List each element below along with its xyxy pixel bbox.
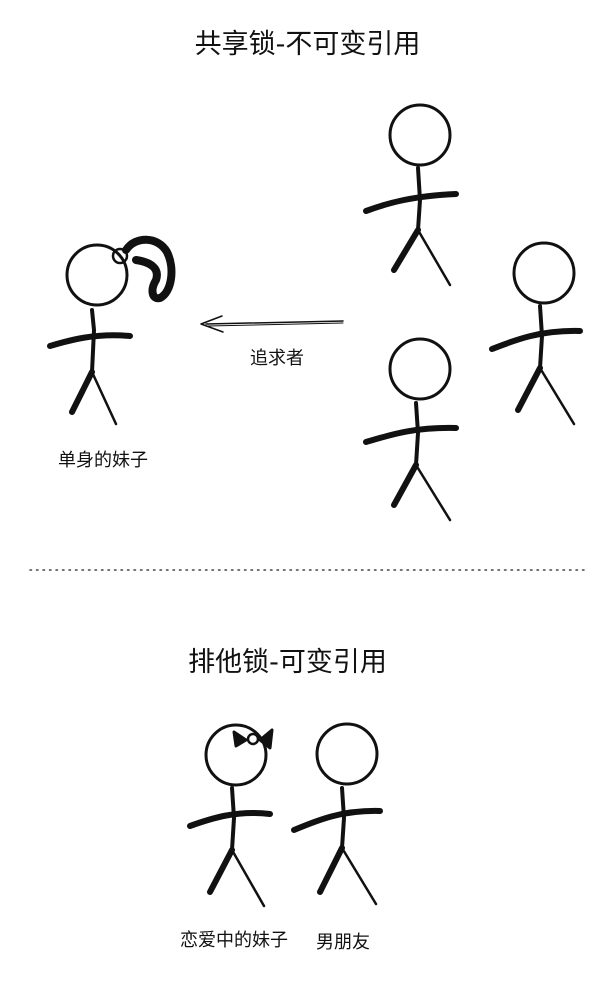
ponytail	[122, 235, 176, 303]
girl-in-love-head	[204, 723, 268, 787]
suitors-label: 追求者	[250, 348, 304, 369]
girl-in-love-figure	[187, 723, 274, 908]
boyfriend-figure	[291, 722, 383, 906]
suitor-figure-3	[363, 337, 459, 522]
bow-right	[258, 728, 274, 750]
boyfriend-label: 男朋友	[316, 932, 370, 953]
single-girl-head	[65, 243, 129, 307]
single-girl-figure	[47, 235, 176, 426]
suitor-figure-1	[363, 103, 459, 287]
single-girl-label: 单身的妹子	[58, 450, 148, 471]
bow-knot	[246, 732, 260, 746]
girl-in-love-label: 恋爱中的妹子	[180, 930, 288, 951]
single-girl-body	[90, 308, 96, 374]
suitor-figure-2	[489, 241, 583, 426]
single-girl-arms	[47, 332, 133, 349]
exclusive-lock-title: 排他锁-可变引用	[188, 647, 387, 678]
hair-tie	[111, 247, 129, 265]
suitor-arrow	[200, 315, 344, 333]
single-girl-left-leg	[69, 369, 95, 415]
bow-left	[232, 730, 248, 748]
single-girl-right-leg	[90, 370, 118, 426]
shared-lock-title: 共享锁-不可变引用	[194, 29, 421, 60]
